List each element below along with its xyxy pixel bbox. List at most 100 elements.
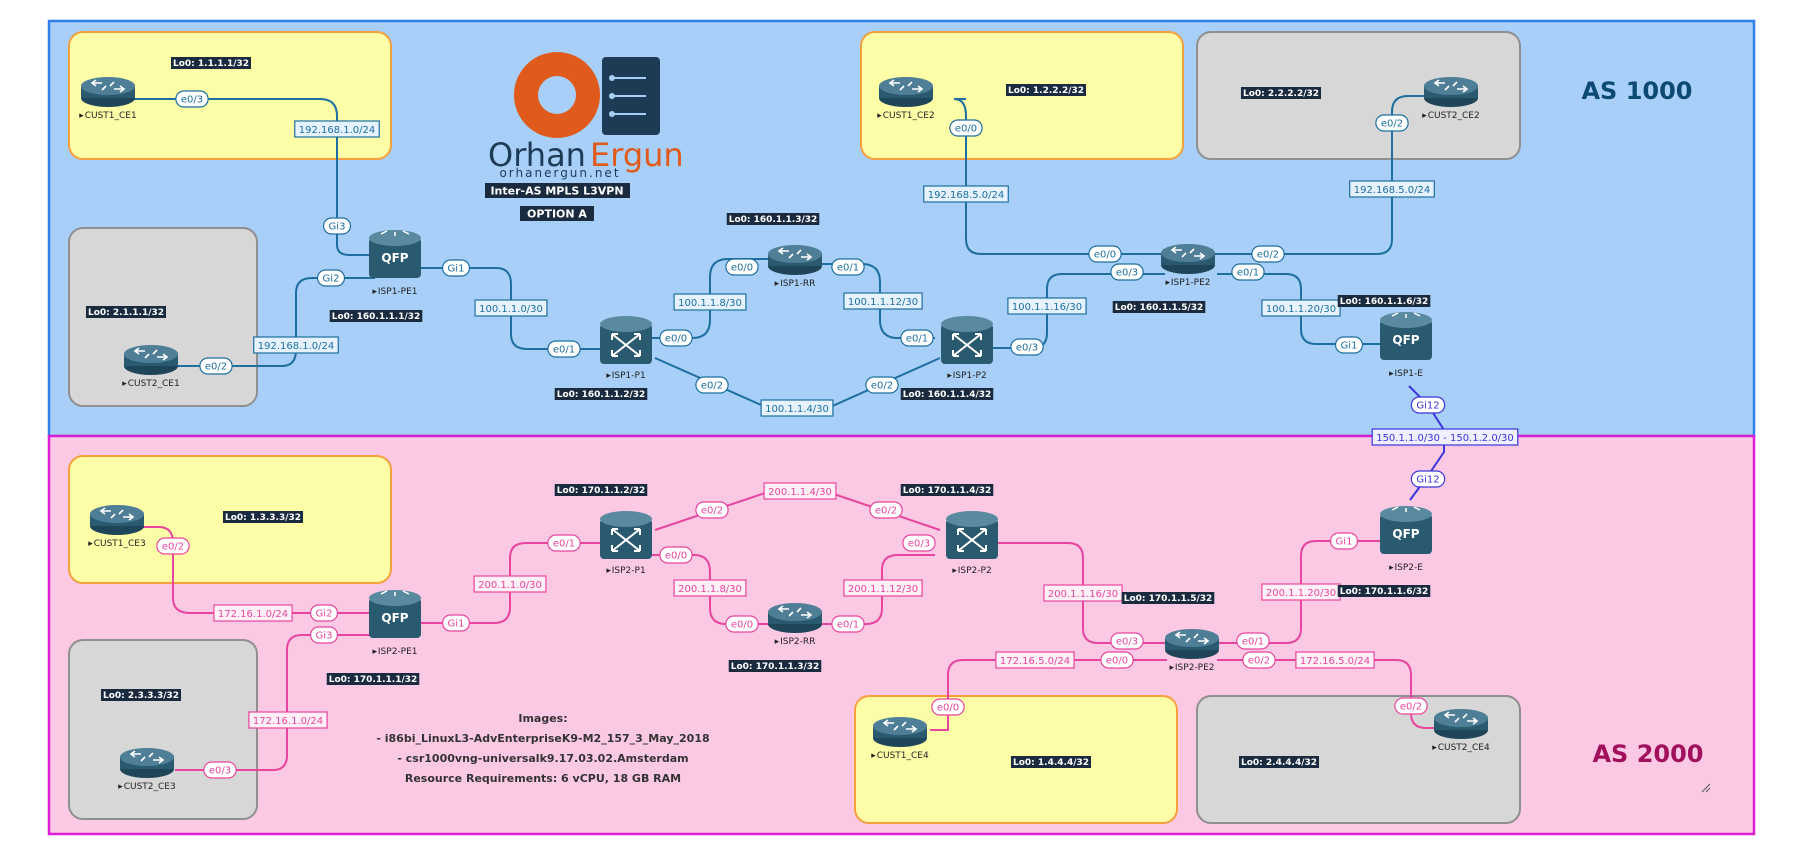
device-cust1-ce1[interactable]: ▸ CUST1_CE1 bbox=[79, 76, 137, 121]
subnet-label: 100.1.1.0/30 bbox=[479, 304, 543, 315]
device-cust1-ce3[interactable]: ▸ CUST1_CE3 bbox=[88, 504, 146, 549]
device-isp2-p2[interactable]: ▸ ISP2-P2 bbox=[945, 510, 999, 576]
loopback-isp2-pe2-group: Lo0: 170.1.1.5/32 bbox=[1121, 592, 1215, 604]
device-name: ▸ CUST1_CE3 bbox=[88, 539, 145, 549]
interface-label-group: Gi1 bbox=[441, 259, 471, 277]
subnet-label-frame bbox=[474, 299, 548, 317]
subnet-label-frame bbox=[213, 604, 293, 622]
device-cust1-ce2[interactable]: ▸ CUST1_CE2 bbox=[877, 76, 935, 121]
subnet-label-frame bbox=[673, 293, 747, 311]
router-icon bbox=[80, 76, 136, 108]
interface-label-frame bbox=[725, 615, 759, 633]
device-cust1-ce4[interactable]: ▸ CUST1_CE4 bbox=[871, 716, 929, 761]
device-isp1-p2[interactable]: ▸ ISP1-P2 bbox=[940, 315, 994, 381]
loopback-isp2-p1-group: Lo0: 170.1.1.2/32 bbox=[554, 484, 648, 496]
loopback-cust1-ce3-bg bbox=[222, 511, 304, 523]
interface-label: e0/2 bbox=[205, 362, 227, 373]
loopback-isp1-pe2-bg bbox=[1112, 301, 1206, 313]
interface-label-group: e0/3 bbox=[175, 90, 209, 108]
loopback-isp1-p2-group: Lo0: 160.1.1.4/32 bbox=[900, 388, 994, 400]
device-cust2-ce2[interactable]: ▸ CUST2_CE2 bbox=[1422, 76, 1480, 121]
interface-label: e0/1 bbox=[553, 345, 575, 356]
interface-label: e0/0 bbox=[665, 551, 687, 562]
subnet-label: 100.1.1.12/30 bbox=[848, 297, 918, 308]
subnet-label-group: 200.1.1.20/30 bbox=[1261, 583, 1341, 601]
loopback-cust1-ce2-bg bbox=[1005, 84, 1087, 96]
router-icon bbox=[878, 76, 934, 108]
logo-badge1-bg bbox=[485, 183, 630, 198]
interface-label-group: e0/2 bbox=[869, 501, 903, 519]
loopback-isp1-p1: Lo0: 160.1.1.2/32 bbox=[557, 390, 646, 400]
device-name: ▸ ISP2-RR bbox=[775, 637, 816, 647]
subnet-label-frame bbox=[473, 575, 547, 593]
interface-label-frame bbox=[1410, 396, 1446, 414]
device-isp2-e[interactable]: QFP▸ ISP2-E bbox=[1379, 505, 1433, 573]
loopback-cust1-ce3: Lo0: 1.3.3.3/32 bbox=[225, 513, 301, 523]
subnet-label-group: 100.1.1.4/30 bbox=[760, 399, 834, 417]
device-isp1-pe1[interactable]: QFP▸ ISP1-PE1 bbox=[368, 229, 422, 297]
interface-label: e0/2 bbox=[1400, 702, 1422, 713]
interface-label-frame bbox=[1010, 338, 1044, 356]
interface-label-frame bbox=[1394, 697, 1428, 715]
interface-label: Gi2 bbox=[323, 274, 340, 285]
interface-label-frame bbox=[659, 329, 693, 347]
subnet-label-frame bbox=[763, 482, 837, 500]
device-name: ▸ ISP1-PE2 bbox=[1165, 278, 1210, 288]
interface-label-group: e0/3 bbox=[1110, 263, 1144, 281]
interface-label-group: e0/2 bbox=[1251, 245, 1285, 263]
interface-label: e0/3 bbox=[209, 766, 231, 777]
device-cust2-ce3[interactable]: ▸ CUST2_CE3 bbox=[118, 747, 176, 792]
resize-grip-icon[interactable] bbox=[1701, 783, 1711, 793]
interface-label: e0/1 bbox=[837, 620, 859, 631]
interface-label-frame bbox=[900, 329, 934, 347]
subnet-label-group: 192.168.5.0/24 bbox=[923, 185, 1009, 203]
interface-label-group: Gi1 bbox=[1334, 336, 1364, 354]
interface-label-frame bbox=[175, 90, 209, 108]
subnet-label-group: 100.1.1.0/30 bbox=[474, 299, 548, 317]
loopback-isp2-p2: Lo0: 170.1.1.4/32 bbox=[903, 486, 992, 496]
loopback-isp2-p1: Lo0: 170.1.1.2/32 bbox=[557, 486, 646, 496]
device-cust2-ce4[interactable]: ▸ CUST2_CE4 bbox=[1432, 708, 1490, 753]
interface-label-frame bbox=[203, 761, 237, 779]
interface-label-frame bbox=[156, 537, 190, 555]
interface-label-group: Gi2 bbox=[316, 269, 346, 287]
device-isp1-rr[interactable]: ▸ ISP1-RR bbox=[767, 244, 823, 289]
device-isp2-p1[interactable]: ▸ ISP2-P1 bbox=[599, 510, 653, 576]
device-isp2-rr[interactable]: ▸ ISP2-RR bbox=[767, 602, 823, 647]
subnet-label-frame bbox=[1261, 299, 1341, 317]
qfp-badge: QFP bbox=[381, 611, 408, 625]
interface-label-frame bbox=[831, 615, 865, 633]
subnet-label-frame bbox=[923, 185, 1009, 203]
loopback-cust1-ce3-group: Lo0: 1.3.3.3/32 bbox=[222, 511, 304, 523]
interface-label-frame bbox=[1088, 245, 1122, 263]
device-isp1-p1[interactable]: ▸ ISP1-P1 bbox=[599, 315, 653, 381]
logo-badge2: OPTION A bbox=[527, 208, 587, 221]
info-line2: - csr1000vng-universalk9.17.03.02.Amster… bbox=[397, 752, 688, 765]
device-isp1-pe2[interactable]: ▸ ISP1-PE2 bbox=[1160, 243, 1216, 288]
loopback-cust2-ce1: Lo0: 2.1.1.1/32 bbox=[88, 308, 164, 318]
subnet-label: 172.16.5.0/24 bbox=[1300, 656, 1370, 667]
loopback-isp2-e-group: Lo0: 170.1.1.6/32 bbox=[1337, 585, 1431, 597]
interface-label-frame bbox=[547, 534, 581, 552]
logo-ring-hole bbox=[538, 76, 576, 114]
subnet-label-group: 172.16.5.0/24 bbox=[995, 651, 1075, 669]
loopback-cust1-ce4-bg bbox=[1010, 756, 1092, 768]
device-cust2-ce1[interactable]: ▸ CUST2_CE1 bbox=[122, 344, 180, 389]
subnet-label: 100.1.1.16/30 bbox=[1012, 302, 1082, 313]
subnet-label: 200.1.1.12/30 bbox=[848, 584, 918, 595]
interface-label-group: e0/2 bbox=[156, 537, 190, 555]
device-isp1-e[interactable]: QFP▸ ISP1-E bbox=[1379, 311, 1433, 379]
interface-label: e0/3 bbox=[908, 539, 930, 550]
subnet-label-group: 100.1.1.20/30 bbox=[1261, 299, 1341, 317]
as2000-label: AS 2000 bbox=[1592, 740, 1703, 768]
device-isp2-pe1[interactable]: QFP▸ ISP2-PE1 bbox=[368, 589, 422, 657]
device-isp2-pe2[interactable]: ▸ ISP2-PE2 bbox=[1164, 628, 1220, 673]
device-name: ▸ CUST2_CE3 bbox=[118, 782, 175, 792]
interface-label-group: e0/1 bbox=[1231, 263, 1265, 281]
qfp-badge: QFP bbox=[381, 251, 408, 265]
interface-label: Gi2 bbox=[316, 609, 333, 620]
subnet-label-group: 172.16.5.0/24 bbox=[1295, 651, 1375, 669]
interface-label-group: e0/2 bbox=[1242, 651, 1276, 669]
interface-label-group: e0/2 bbox=[199, 357, 233, 375]
